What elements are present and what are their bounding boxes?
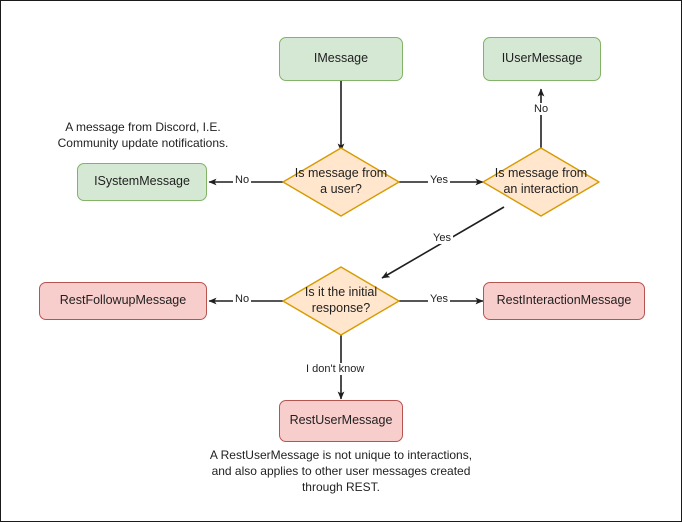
node-restusermessage[interactable]: RestUserMessage <box>279 400 403 442</box>
edge-label-from-interaction-yes: Yes <box>431 232 453 244</box>
edge-label-from-interaction-no: No <box>532 103 551 115</box>
decision-from-interaction[interactable]: Is message from an interaction <box>482 147 600 217</box>
caption-rest-user-message: A RestUserMessage is not unique to inter… <box>209 448 473 495</box>
decision-from-user[interactable]: Is message from a user? <box>282 147 400 217</box>
node-restfollowupmessage-label: RestFollowupMessage <box>59 293 187 308</box>
edge-label-from-user-yes: Yes <box>428 174 450 186</box>
edge-label-initial-response-unknown: I don't know <box>304 363 367 375</box>
node-imessage-label: IMessage <box>313 51 369 66</box>
node-restfollowupmessage[interactable]: RestFollowupMessage <box>39 282 207 320</box>
decision-initial-response-shape <box>282 266 400 336</box>
decision-initial-response[interactable]: Is it the initial response? <box>282 266 400 336</box>
node-restusermessage-label: RestUserMessage <box>289 413 393 428</box>
node-iusermessage-label: IUserMessage <box>501 51 583 66</box>
decision-from-user-shape <box>282 147 400 217</box>
caption-system-message: A message from Discord, I.E. Community u… <box>57 120 229 151</box>
decision-from-interaction-shape <box>482 147 600 217</box>
node-isystemmessage-label: ISystemMessage <box>94 174 190 189</box>
node-restinteractionmessage[interactable]: RestInteractionMessage <box>483 282 645 320</box>
node-imessage[interactable]: IMessage <box>279 37 403 81</box>
node-isystemmessage[interactable]: ISystemMessage <box>77 163 207 201</box>
edge-label-initial-response-yes: Yes <box>428 293 450 305</box>
edge-label-initial-response-no: No <box>233 293 252 305</box>
node-iusermessage[interactable]: IUserMessage <box>483 37 601 81</box>
edge-label-from-user-no: No <box>233 174 252 186</box>
node-restinteractionmessage-label: RestInteractionMessage <box>496 293 632 308</box>
